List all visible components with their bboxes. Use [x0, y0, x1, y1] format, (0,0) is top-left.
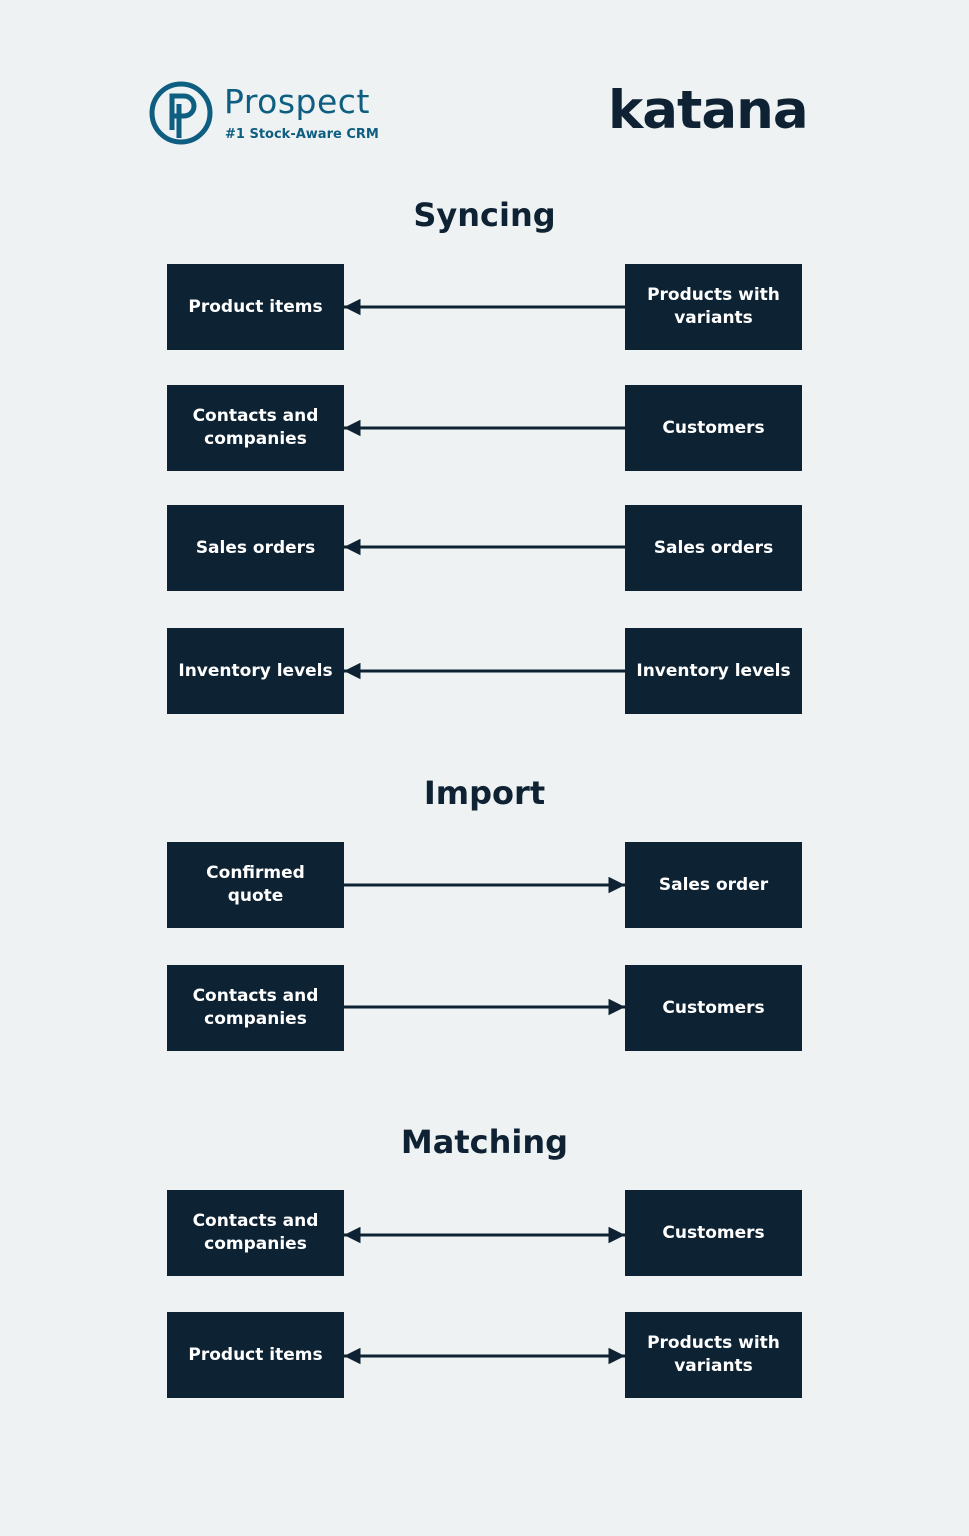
import-left-contacts-and-companies: Contacts and companies: [167, 965, 344, 1051]
import-left-confirmed-quote: Confirmed quote: [167, 842, 344, 928]
syncing-left-sales-orders: Sales orders: [167, 505, 344, 591]
syncing-left-contacts-and-companies: Contacts and companies: [167, 385, 344, 471]
import-right-sales-order: Sales order: [625, 842, 802, 928]
section-title-syncing: Syncing: [413, 196, 556, 234]
syncing-left-inventory-levels: Inventory levels: [167, 628, 344, 714]
section-title-matching: Matching: [400, 1123, 569, 1161]
matching-right-customers: Customers: [625, 1190, 802, 1276]
syncing-right-inventory-levels: Inventory levels: [625, 628, 802, 714]
prospect-tagline: #1 Stock-Aware CRM: [225, 127, 379, 142]
syncing-left-product-items: Product items: [167, 264, 344, 350]
section-title-import: Import: [423, 774, 546, 812]
prospect-p-icon: [149, 81, 213, 145]
syncing-right-sales-orders: Sales orders: [625, 505, 802, 591]
katana-logo: katana: [608, 80, 809, 141]
matching-right-products-with-variants: Products with variants: [625, 1312, 802, 1398]
prospect-logo: Prospect #1 Stock-Aware CRM: [148, 80, 379, 150]
import-right-customers: Customers: [625, 965, 802, 1051]
prospect-name: Prospect: [224, 82, 370, 121]
syncing-right-customers: Customers: [625, 385, 802, 471]
syncing-right-products-with-variants: Products with variants: [625, 264, 802, 350]
matching-left-contacts-and-companies: Contacts and companies: [167, 1190, 344, 1276]
matching-left-product-items: Product items: [167, 1312, 344, 1398]
